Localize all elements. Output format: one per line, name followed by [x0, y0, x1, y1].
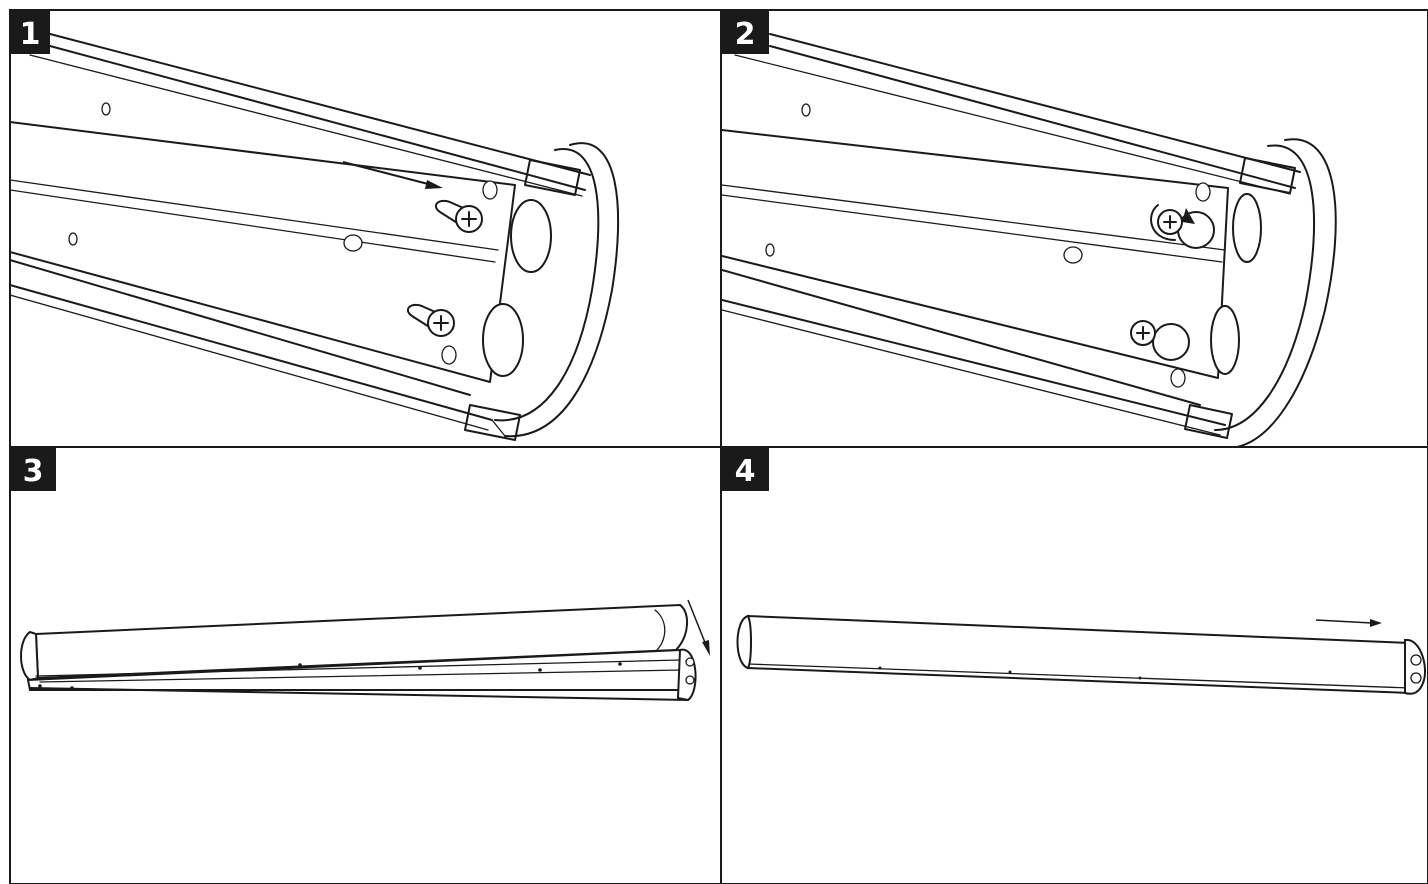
step-badge-1: 1 [10, 10, 50, 54]
panel-step-2 [722, 33, 1337, 446]
fixture-closeup-2 [722, 33, 1337, 446]
fixture-opening [20, 603, 697, 702]
step-label-2: 2 [735, 17, 756, 52]
step-label-3: 3 [23, 454, 44, 489]
panel-step-3 [20, 599, 710, 702]
step-badge-3: 3 [10, 447, 56, 491]
rotate-arrow [1182, 208, 1195, 224]
slide-arrow [1315, 619, 1382, 627]
screw-icon [434, 199, 483, 233]
panel-step-1 [11, 33, 620, 441]
step-label-4: 4 [735, 454, 756, 489]
panel-grid [9, 9, 1428, 884]
step-label-1: 1 [20, 17, 41, 52]
slide-arrow [342, 161, 443, 189]
screw-icon [1130, 320, 1190, 361]
rotate-down-arrow [687, 599, 710, 656]
fixture-closed [736, 614, 1426, 695]
screw-icon [406, 303, 455, 337]
panel-step-4 [736, 614, 1426, 695]
step-badge-4: 4 [721, 447, 769, 491]
fixture-closeup-1 [11, 33, 620, 441]
step-badge-2: 2 [721, 10, 769, 54]
